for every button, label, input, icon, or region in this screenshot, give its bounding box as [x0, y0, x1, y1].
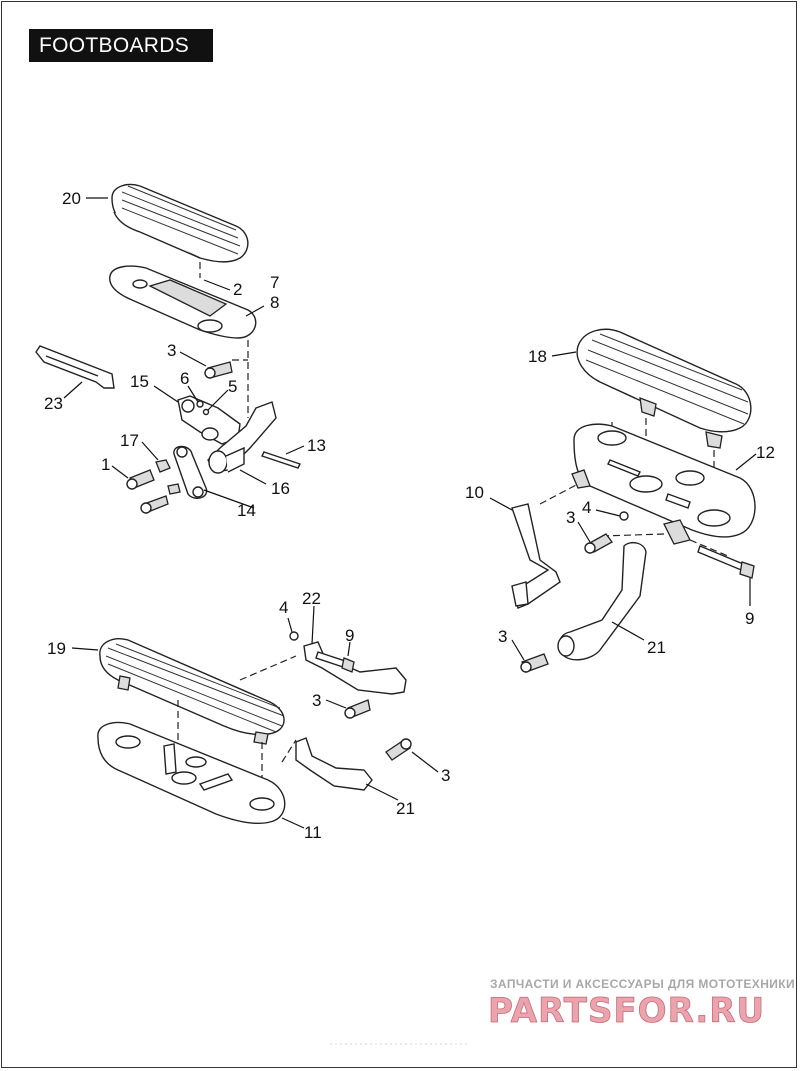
callout-3-lower-b: 3 — [441, 766, 450, 785]
callout-22: 22 — [302, 589, 321, 608]
callout-17: 17 — [120, 431, 139, 450]
callout-21-lower: 21 — [396, 799, 415, 818]
part-9-bolt-lower — [315, 651, 355, 673]
part-17-nut — [155, 459, 181, 495]
part-21-bracket-right — [557, 541, 647, 661]
part-9-bolt-right — [697, 545, 755, 579]
callout-1: 1 — [101, 455, 110, 474]
part-14-link — [173, 445, 208, 499]
callout-9-lower: 9 — [345, 626, 354, 645]
callout-20: 20 — [62, 189, 81, 208]
callout-3-right-lower: 3 — [498, 627, 507, 646]
part-21-bracket-lower — [295, 737, 373, 791]
part-15-bracket — [177, 395, 241, 445]
part-16-arm — [207, 401, 277, 474]
callout-3-right: 3 — [566, 508, 575, 527]
callout-15: 15 — [130, 372, 149, 391]
watermark-logo: PARTSFOR.RU — [488, 991, 765, 1031]
part-5-ball — [202, 408, 210, 416]
callout-16: 16 — [271, 479, 290, 498]
part-11-footboard-lower — [97, 721, 286, 824]
callout-10: 10 — [465, 483, 484, 502]
callout-5: 5 — [228, 377, 237, 396]
part-3-screw-right-lower — [520, 653, 549, 673]
part-23-heat-shield — [35, 345, 115, 389]
part-1-screw — [126, 469, 169, 514]
callout-23: 23 — [44, 394, 63, 413]
callout-4-lower: 4 — [279, 598, 288, 617]
part-13-pin — [261, 451, 301, 469]
part-3-screw-a — [204, 361, 233, 379]
callout-4-right: 4 — [582, 498, 591, 517]
part-4-washer-lower — [289, 631, 299, 641]
callout-21-right: 21 — [647, 638, 666, 657]
part-3-screw-lower-a — [344, 699, 371, 719]
part-22-bracket-lower — [303, 641, 407, 695]
callout-9-right: 9 — [745, 609, 754, 628]
callout-8: 8 — [270, 293, 279, 312]
callout-19: 19 — [47, 639, 66, 658]
callout-3: 3 — [167, 341, 176, 360]
callout-14: 14 — [237, 501, 256, 520]
part-19-footboard-pad-lower — [99, 638, 285, 745]
part-3-screw-right — [584, 533, 613, 554]
part-12-footboard-right — [571, 423, 756, 545]
part-6-spring — [196, 400, 204, 408]
callout-12: 12 — [756, 443, 775, 462]
part-4-washer-right — [619, 511, 629, 521]
part-18-footboard-pad-right — [576, 328, 752, 449]
callout-18: 18 — [528, 347, 547, 366]
callout-3-lower-a: 3 — [312, 691, 321, 710]
part-10-bracket-right — [511, 503, 561, 609]
part-3-screw-lower-b — [385, 738, 412, 761]
callout-2: 2 — [233, 280, 242, 299]
watermark-tagline: ЗАПЧАСТИ И АКСЕССУАРЫ ДЛЯ МОТОТЕХНИКИ — [490, 977, 795, 991]
callout-7: 7 — [270, 273, 279, 292]
part-8-footboard-lower-upper — [109, 265, 257, 339]
callout-11: 11 — [304, 823, 322, 842]
callout-13: 13 — [307, 436, 326, 455]
part-20-footboard-pad-upper — [111, 183, 249, 263]
page-title: FOOTBOARDS — [29, 29, 213, 62]
callout-6: 6 — [180, 369, 189, 388]
